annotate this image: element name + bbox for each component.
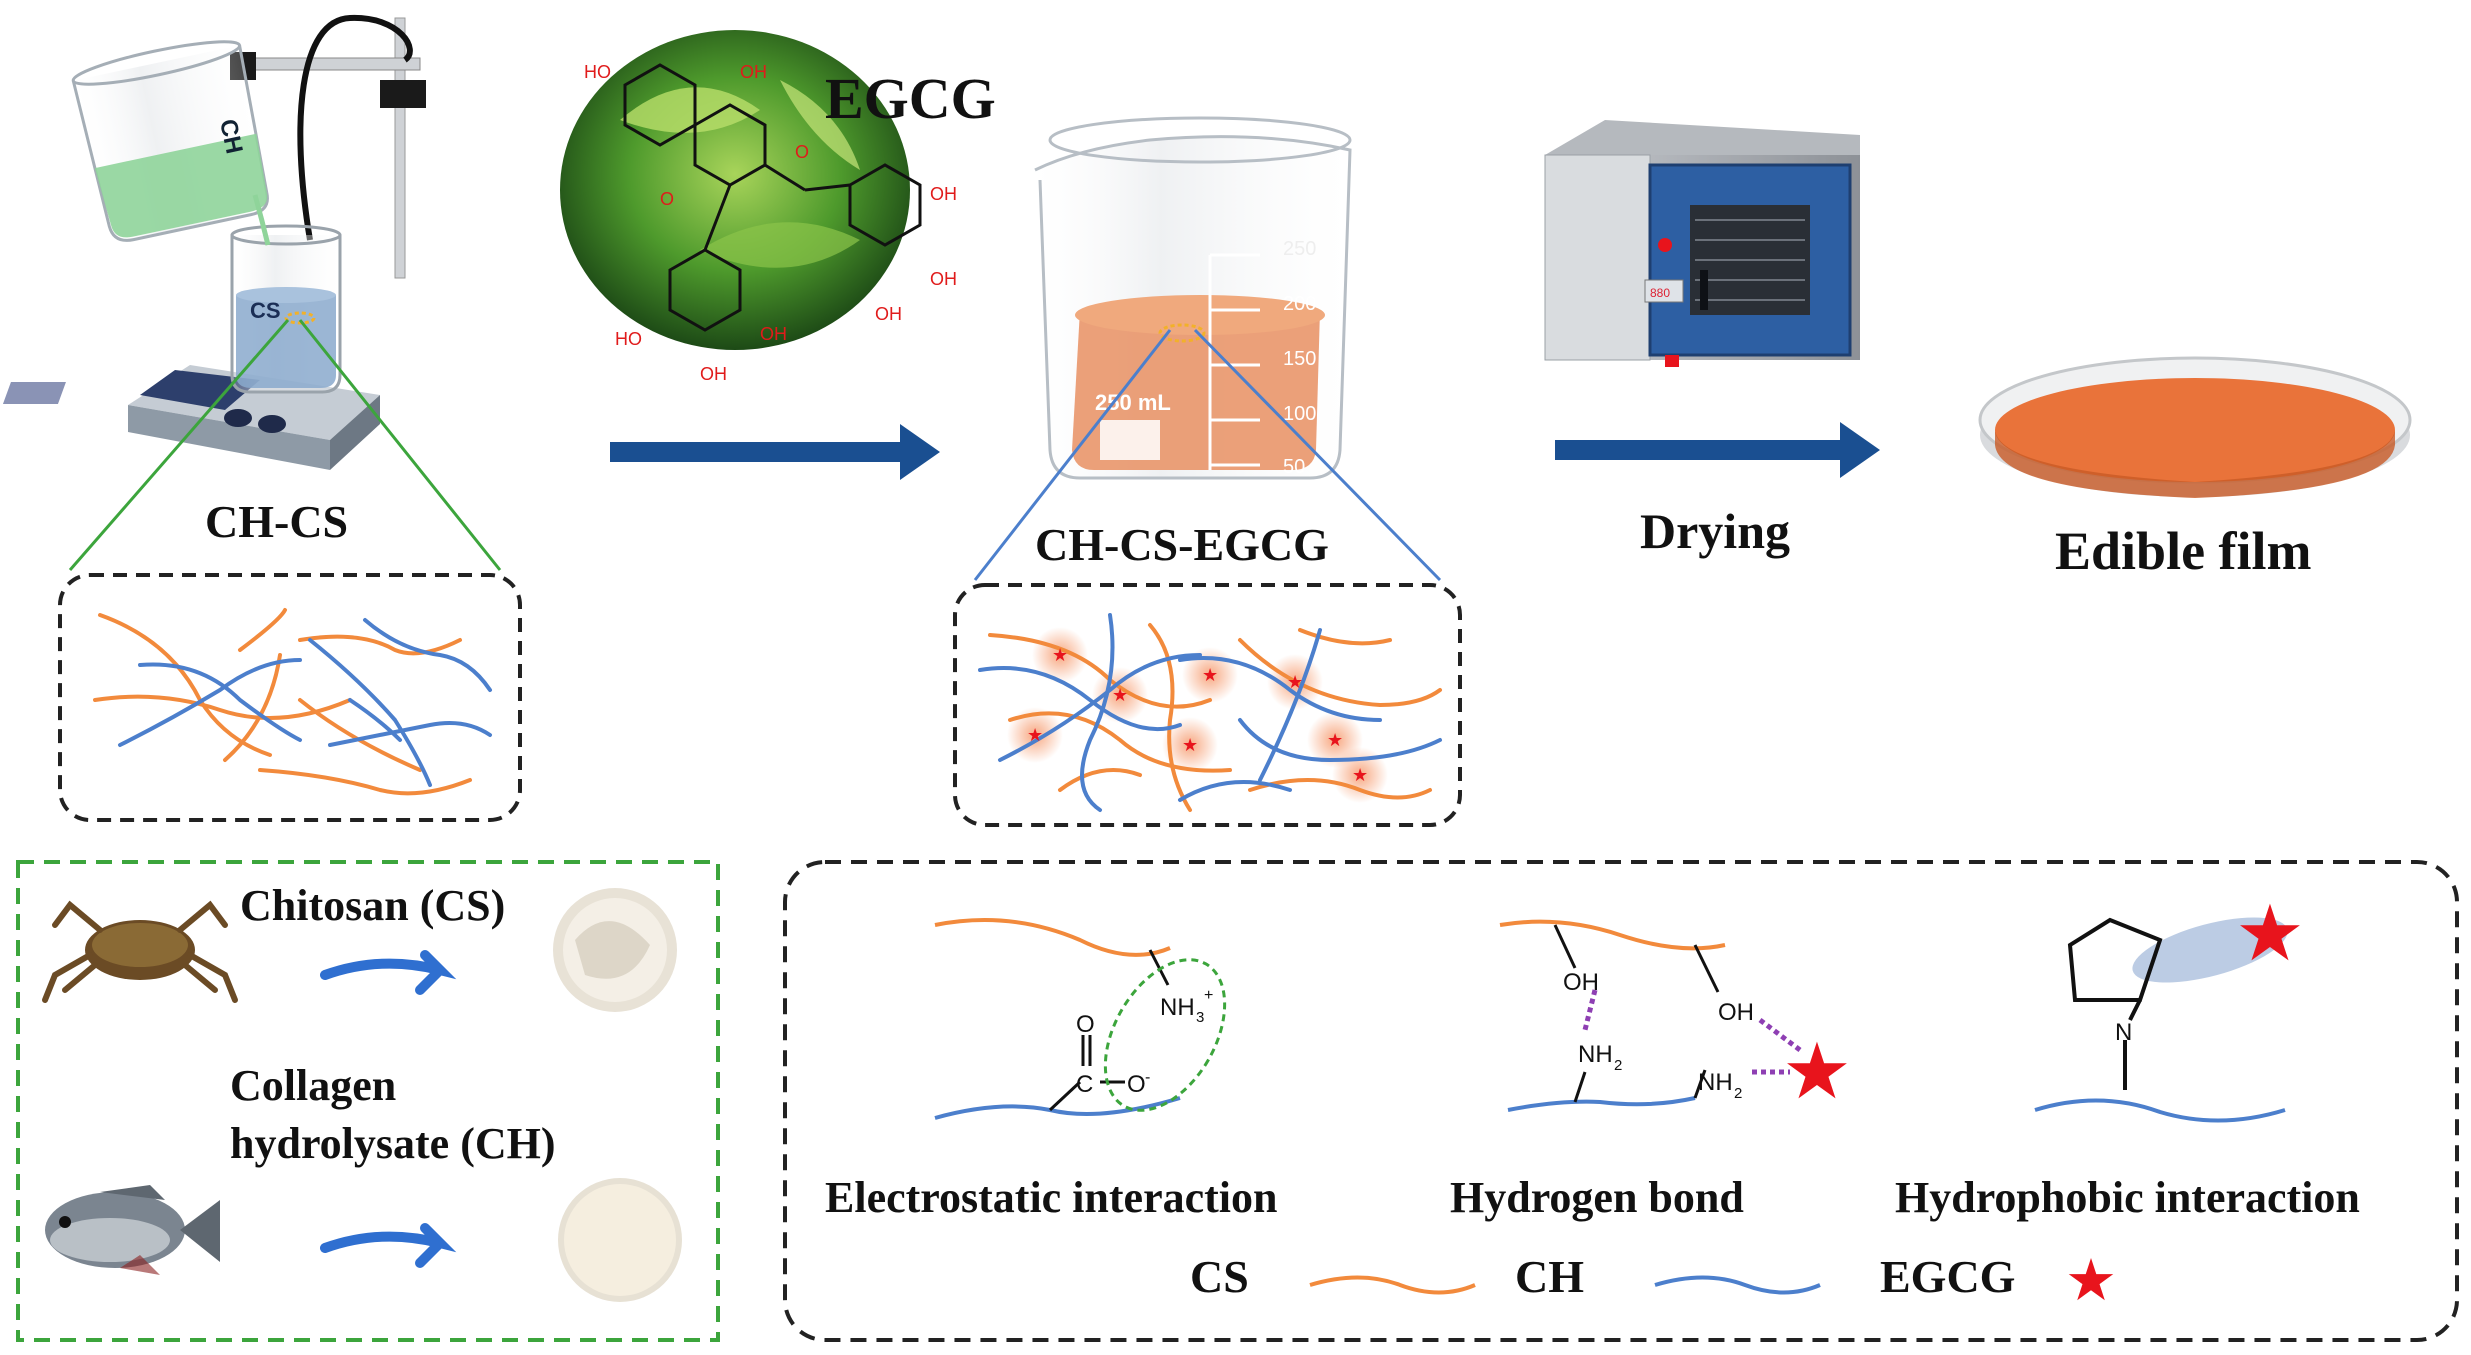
legend-ch-label: CH (1515, 1251, 1584, 1302)
svg-text:★: ★ (1352, 765, 1368, 785)
zoom-line-mid-2 (1193, 328, 1442, 582)
nh3-subscript: 3 (1196, 1009, 1204, 1026)
svg-text:-: - (1145, 1069, 1150, 1086)
zoom-line-mid-1 (973, 329, 1172, 581)
tick-150: 150 (1283, 348, 1316, 370)
egcg-star-hydrophobic: ★ (2235, 889, 2305, 977)
egcg-star-hbond: ★ (1782, 1027, 1852, 1115)
tick-50: 50 (1283, 456, 1305, 478)
svg-text:★: ★ (1202, 665, 1218, 685)
ingredient-source-box (16, 860, 720, 1342)
hydrogen-bond-label: Hydrogen bond (1450, 1173, 1744, 1222)
crab-image (42, 900, 238, 1003)
egcg-title: EGCG (825, 66, 996, 131)
tick-250: 250 (1283, 238, 1316, 260)
tick-200: 200 (1283, 293, 1316, 315)
carboxyl-c-label: C (1076, 1071, 1093, 1098)
nh2-label-ch-1: NH (1578, 1041, 1613, 1068)
carboxylate-o-label: O (1127, 1071, 1146, 1098)
chitosan-powder-image (553, 888, 677, 1012)
svg-text:★: ★ (1327, 730, 1343, 750)
oh-label-1: OH (740, 62, 767, 82)
ch-cs-egcg-network-box: ★ ★ ★ ★ ★ ★ ★ ★ (953, 583, 1462, 827)
oven-display-text: 880 (1650, 286, 1670, 300)
oh-label-3: OH (930, 269, 957, 289)
interaction-mechanism-box: O C O - NH 3 + OH OH NH 2 NH 2 ★ (783, 860, 2459, 1342)
edible-film-label: Edible film (2055, 521, 2312, 581)
ch-cs-label: CH-CS (205, 496, 349, 547)
n-label: N (2115, 1019, 2132, 1046)
oh-label-cs-1: OH (1563, 969, 1599, 996)
magnetic-stirrer-setup: CS CH (2, 14, 426, 470)
legend-egcg-label: EGCG (1880, 1251, 2016, 1302)
nh3-label: NH (1160, 994, 1195, 1021)
carbonyl-o-label: O (1076, 1011, 1095, 1038)
oh-label-4: OH (875, 304, 902, 324)
zoom-line-left-2 (298, 319, 502, 571)
fish-image (45, 1185, 220, 1275)
legend: ★ (1309, 1248, 2117, 1313)
oh-label-5: OH (700, 364, 727, 384)
hydrogen-bond-diagram: OH OH NH 2 NH 2 ★ (1499, 919, 1852, 1115)
svg-text:★: ★ (1112, 685, 1128, 705)
legend-cs-line (1309, 1275, 1476, 1295)
collagen-label-line1: Collagen (230, 1061, 397, 1110)
tick-100: 100 (1283, 403, 1316, 425)
electrostatic-label: Electrostatic interaction (825, 1173, 1278, 1222)
egcg-beaker: 250 mL 250 200 150 100 50 (1034, 116, 1352, 480)
drying-oven: 880 (1544, 120, 1860, 367)
ho-label-2: HO (615, 329, 642, 349)
cs-beaker-label: CS (250, 298, 281, 323)
svg-text:★: ★ (1287, 672, 1303, 692)
drying-label: Drying (1640, 503, 1790, 559)
o-label-1: O (660, 189, 674, 209)
o-label-2: O (795, 142, 809, 162)
electrostatic-interaction-diagram: O C O - NH 3 + (934, 918, 1227, 1120)
ch-cs-network-box (58, 573, 522, 822)
nh2-subscript-1: 2 (1614, 1057, 1622, 1074)
oh-label-6: OH (760, 324, 787, 344)
legend-ch-line (1654, 1275, 1821, 1295)
legend-cs-label: CS (1190, 1251, 1249, 1302)
process-arrow-1 (610, 424, 940, 480)
nh2-subscript-2: 2 (1734, 1085, 1742, 1102)
svg-text:★: ★ (1052, 645, 1068, 665)
edible-film-dish (1978, 356, 2412, 498)
ch-cs-egcg-label: CH-CS-EGCG (1035, 519, 1329, 570)
egcg-tea-image: HO OH O O OH OH OH HO OH OH (560, 30, 957, 384)
chitosan-label: Chitosan (CS) (240, 881, 506, 930)
hydrophobic-interaction-diagram: N ★ (2034, 889, 2305, 1123)
svg-text:★: ★ (1027, 725, 1043, 745)
collagen-label-line2: hydrolysate (CH) (230, 1119, 556, 1168)
oh-label-2: OH (930, 184, 957, 204)
collagen-arrow (320, 1223, 457, 1268)
svg-text:★: ★ (1182, 735, 1198, 755)
oh-label-cs-2: OH (1718, 999, 1754, 1026)
hydrophobic-label: Hydrophobic interaction (1895, 1173, 2360, 1222)
nh2-label-ch-2: NH (1698, 1069, 1733, 1096)
nh3-superscript: + (1204, 987, 1213, 1004)
process-arrow-2 (1555, 422, 1880, 478)
chitosan-arrow (320, 950, 457, 995)
ho-label-1: HO (584, 62, 611, 82)
zoom-line-left-1 (68, 319, 290, 571)
collagen-powder-image (558, 1178, 682, 1302)
legend-egcg-star: ★ (2065, 1248, 2117, 1313)
